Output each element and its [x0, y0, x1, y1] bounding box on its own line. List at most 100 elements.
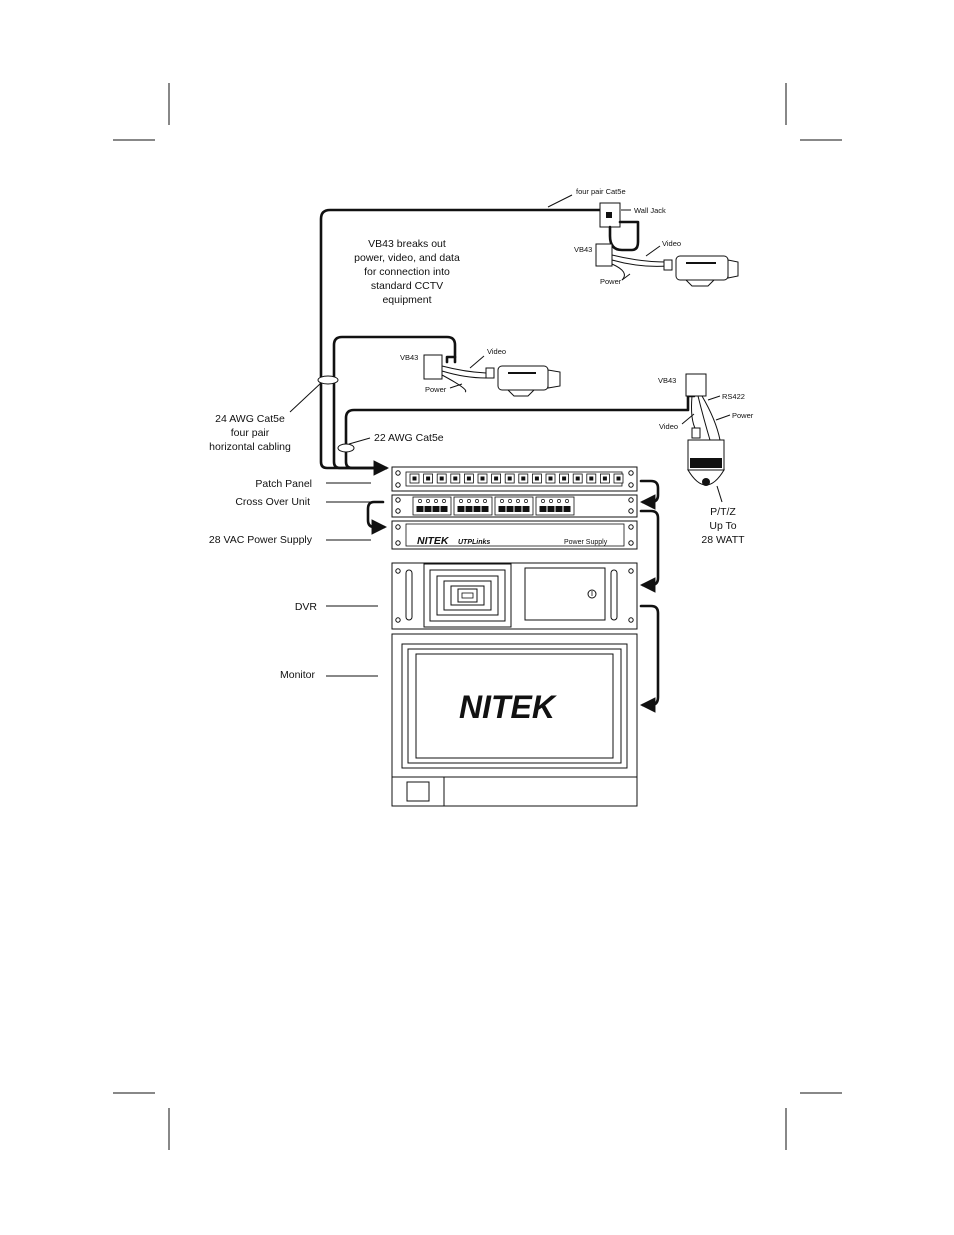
svg-text:24 AWG Cat5e: 24 AWG Cat5e	[215, 413, 285, 425]
svg-text:P/T/Z: P/T/Z	[710, 506, 736, 518]
patch-port-jack	[589, 476, 594, 481]
svg-text:standard CCTV: standard CCTV	[371, 280, 443, 292]
crossover-port	[539, 506, 547, 512]
svg-text:Up To: Up To	[709, 520, 736, 532]
crossover-led	[549, 499, 553, 503]
cross-over-unit-label: Cross Over Unit	[235, 496, 310, 508]
power-supply: NITEK UTPLinks Power Supply	[391, 520, 638, 550]
horizontal-cabling-label: 24 AWG Cat5e four pair horizontal cablin…	[209, 413, 291, 453]
dvr	[391, 562, 638, 630]
crossover-port	[424, 506, 432, 512]
vb43-breakout-top	[595, 243, 613, 267]
four-pair-cat5e-label: four pair Cat5e	[576, 187, 626, 196]
svg-text:equipment: equipment	[382, 294, 431, 306]
crossover-port	[481, 506, 489, 512]
svg-text:VB43 breaks out: VB43 breaks out	[368, 238, 446, 250]
crossover-port	[416, 506, 424, 512]
dvr-label: DVR	[295, 601, 318, 613]
vb43-breakout-middle	[423, 354, 443, 380]
video-label-middle: Video	[487, 347, 506, 356]
crossover-port	[514, 506, 522, 512]
crossover-led	[557, 499, 561, 503]
power-supply-label: 28 VAC Power Supply	[209, 534, 313, 546]
crossover-port	[465, 506, 473, 512]
crossover-port	[457, 506, 465, 512]
wall-jack-label: Wall Jack	[634, 206, 666, 215]
power-label-ptz: Power	[732, 411, 754, 420]
bundle-marker-22awg	[337, 443, 355, 453]
ptz-dome-icon	[687, 439, 725, 486]
crossover-led	[483, 499, 487, 503]
svg-text:power, video, and data: power, video, and data	[354, 252, 460, 264]
crossover-port	[555, 506, 563, 512]
product-text: UTPLinks	[458, 539, 490, 546]
crossover-port	[563, 506, 571, 512]
crossover-led	[418, 499, 422, 503]
monitor-label: Monitor	[280, 669, 316, 681]
crop-marks	[113, 83, 842, 1150]
patch-port-jack	[562, 476, 567, 481]
patch-port-jack	[507, 476, 512, 481]
crossover-led	[541, 499, 545, 503]
patch-port-jack	[453, 476, 458, 481]
crossover-led	[459, 499, 463, 503]
patch-port-jack	[575, 476, 580, 481]
video-label-top: Video	[662, 239, 681, 248]
bundle-marker-24awg	[317, 375, 339, 385]
vb43-label-middle: VB43	[400, 353, 418, 362]
brand-text: NITEK	[417, 535, 450, 547]
crossover-led	[516, 499, 520, 503]
crossover-port	[440, 506, 448, 512]
patch-port-jack	[616, 476, 621, 481]
svg-text:four pair: four pair	[231, 427, 270, 439]
rs422-label: RS422	[722, 392, 745, 401]
patch-port-jack	[548, 476, 553, 481]
monitor-logo: NITEK	[459, 689, 558, 725]
patch-port-jack	[426, 476, 431, 481]
cross-over-unit	[391, 494, 638, 518]
patch-port-jack	[602, 476, 607, 481]
crossover-port	[473, 506, 481, 512]
middle-camera-group: VB43 Video Power	[400, 347, 561, 397]
crossover-led	[500, 499, 504, 503]
vb43-label-ptz: VB43	[658, 376, 676, 385]
patch-port-jack	[439, 476, 444, 481]
svg-text:28 WATT: 28 WATT	[701, 534, 745, 546]
power-supply-text: Power Supply	[564, 539, 608, 546]
crossover-led	[475, 499, 479, 503]
camera-icon	[497, 365, 561, 397]
crossover-port	[506, 506, 514, 512]
vb43-label-top: VB43	[574, 245, 592, 254]
crossover-led	[442, 499, 446, 503]
patch-port-jack	[534, 476, 539, 481]
patch-port-jack	[480, 476, 485, 481]
patch-port-jack	[466, 476, 471, 481]
crossover-led	[467, 499, 471, 503]
power-label-top: Power	[600, 277, 622, 286]
crossover-port	[547, 506, 555, 512]
svg-text:horizontal cabling: horizontal cabling	[209, 441, 291, 453]
wall-jack-camera-group: four pair Cat5e Wall Jack VB43 Video Pow…	[547, 187, 739, 287]
crossover-port	[432, 506, 440, 512]
monitor: NITEK	[391, 633, 638, 807]
monitor-power-button	[406, 781, 430, 802]
crossover-led	[565, 499, 569, 503]
svg-text:for connection into: for connection into	[364, 266, 450, 278]
patch-port-jack	[521, 476, 526, 481]
crossover-port	[498, 506, 506, 512]
patch-panel-label: Patch Panel	[255, 478, 312, 490]
crossover-led	[426, 499, 430, 503]
rack-connection-arrows	[366, 479, 660, 713]
crossover-led	[524, 499, 528, 503]
patch-port-jack	[412, 476, 417, 481]
patch-panel	[391, 466, 638, 492]
crossover-port	[522, 506, 530, 512]
ptz-camera-group: VB43 RS422 Power Video P/T/Z Up To 28 WA…	[658, 373, 754, 546]
breakout-note: VB43 breaks out power, video, and data f…	[354, 238, 460, 306]
power-label-middle: Power	[425, 385, 447, 394]
video-label-ptz: Video	[659, 422, 678, 431]
camera-icon	[675, 255, 739, 287]
22awg-label: 22 AWG Cat5e	[374, 432, 444, 444]
patch-port-jack	[494, 476, 499, 481]
